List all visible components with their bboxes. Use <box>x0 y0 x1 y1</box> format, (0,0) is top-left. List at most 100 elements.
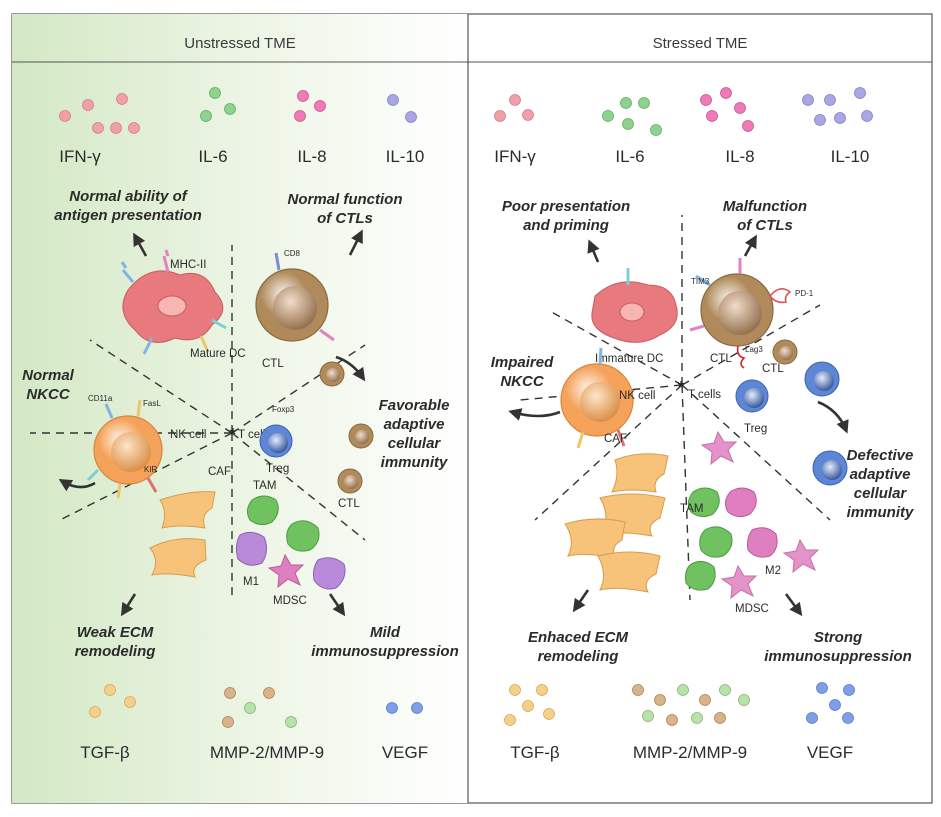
left-il10-dots <box>387 94 417 123</box>
right-nk-outcome-line2: NKCC <box>500 373 544 390</box>
right-pd1-label: PD-1 <box>795 289 814 298</box>
left-kir-label: KIR <box>144 465 158 474</box>
right-mdsc-label: MDSC <box>735 603 769 615</box>
left-mature-dc <box>120 249 227 355</box>
right-tgf-label: TGF-β <box>510 743 560 762</box>
left-tgf-label: TGF-β <box>80 743 130 762</box>
left-adaptive-line3: cellular <box>388 435 442 452</box>
left-tam-label: TAM <box>253 480 276 492</box>
right-dashed-dividers <box>519 215 831 601</box>
right-adaptive-line2: adaptive <box>850 466 911 483</box>
left-m1-label: M1 <box>243 576 259 588</box>
right-il6-label: IL-6 <box>615 147 644 166</box>
left-suppression-line2: immunosuppression <box>311 643 459 660</box>
left-ctl-outcome-line1: Normal function <box>288 191 403 208</box>
left-il8-dots <box>294 90 326 122</box>
right-nk-cell <box>560 347 634 449</box>
right-adaptive-line3: cellular <box>854 485 908 502</box>
left-panel-title: Unstressed TME <box>184 35 295 52</box>
right-arrows <box>508 234 849 617</box>
left-mdsc-label: MDSC <box>273 595 307 607</box>
left-il6-label: IL-6 <box>198 147 227 166</box>
left-ifn-label: IFN-γ <box>59 147 101 166</box>
right-ctl-small-label: CTL <box>762 363 784 375</box>
left-mhc-label: MHC-II <box>170 259 206 271</box>
right-vegf-dots <box>806 682 855 724</box>
left-il6-dots <box>200 87 236 122</box>
right-mmp-dots <box>632 684 750 726</box>
left-mdsc-cell <box>267 553 305 589</box>
right-mmp-label: MMP-2/MMP-9 <box>633 743 747 762</box>
right-suppression-line2: immunosuppression <box>764 648 912 665</box>
right-ecm-line2: remodeling <box>538 648 619 665</box>
right-ctl-outcome-line2: of CTLs <box>737 217 793 234</box>
left-nk-label: NK cell <box>170 429 206 441</box>
right-adaptive-line4: immunity <box>847 504 914 521</box>
left-ctl-small-label: CTL <box>338 498 360 510</box>
left-dc-outcome-line2: antigen presentation <box>54 207 202 224</box>
right-il10-label: IL-10 <box>831 147 870 166</box>
left-ctl-outcome-line2: of CTLs <box>317 210 373 227</box>
left-suppression-line1: Mild <box>370 624 401 641</box>
right-m2-label: M2 <box>765 565 781 577</box>
right-vegf-label: VEGF <box>807 743 853 762</box>
left-adaptive-line2: adaptive <box>384 416 445 433</box>
left-fasl-label: FasL <box>143 399 161 408</box>
left-vegf-dots <box>386 702 423 714</box>
right-nk-outcome-line1: Impaired <box>491 354 554 371</box>
left-tgf-dots <box>89 684 136 718</box>
right-tcells-label: T cells <box>688 389 721 401</box>
right-treg-label: Treg <box>744 423 767 435</box>
right-mdsc-cells <box>700 430 820 600</box>
left-adaptive-line4: immunity <box>381 454 448 471</box>
left-cd8-label: CD8 <box>284 249 301 258</box>
left-ifn-dots <box>59 93 140 134</box>
left-panel-bg <box>12 14 468 803</box>
right-adaptive-line1: Defective <box>847 447 914 464</box>
right-ctl-label: CTL <box>710 353 732 365</box>
right-immature-dc <box>591 268 678 343</box>
right-tam-label: TAM <box>680 503 703 515</box>
right-ifn-label: IFN-γ <box>494 147 536 166</box>
left-ctl <box>255 252 335 342</box>
left-dc-label: Mature DC <box>190 348 246 360</box>
right-suppression-line1: Strong <box>814 629 862 646</box>
right-dc-outcome-line1: Poor presentation <box>502 198 630 215</box>
right-panel-title: Stressed TME <box>653 35 748 52</box>
right-il10-dots <box>802 87 873 126</box>
left-caf <box>149 491 216 578</box>
right-ecm-line1: Enhaced ECM <box>528 629 629 646</box>
right-panel: IFN-γ IL-6 IL-8 IL-10 Poor presentation … <box>491 87 914 762</box>
right-ctl <box>689 258 792 369</box>
left-arrows <box>58 229 366 617</box>
left-small-ctl-nuclei <box>326 368 369 489</box>
left-tam-cells <box>246 495 320 552</box>
right-center-asterisk: * <box>677 378 684 398</box>
left-m1-cells <box>235 531 346 590</box>
left-nk-outcome-line1: Normal <box>22 367 75 384</box>
right-dc-label: Immature DC <box>595 353 663 365</box>
left-mmp-label: MMP-2/MMP-9 <box>210 743 324 762</box>
right-ifn-dots <box>494 94 534 122</box>
left-mmp-dots <box>222 687 297 728</box>
right-tam-cells <box>685 487 733 591</box>
left-dc-outcome-line1: Normal ability of <box>69 188 189 205</box>
right-caf <box>564 453 669 593</box>
left-caf-label: CAF <box>208 466 231 478</box>
right-treg-cells <box>735 339 848 486</box>
left-treg <box>259 424 293 458</box>
left-foxp3-label: Foxp3 <box>272 405 295 414</box>
left-il10-label: IL-10 <box>386 147 425 166</box>
left-treg-label: Treg <box>266 463 289 475</box>
left-nk-outcome-line2: NKCC <box>26 386 70 403</box>
right-dc-outcome-line2: and priming <box>523 217 609 234</box>
left-vegf-label: VEGF <box>382 743 428 762</box>
right-tim3-label: TIM3 <box>691 277 710 286</box>
left-ctl-label: CTL <box>262 358 284 370</box>
right-ctl-outcome-line1: Malfunction <box>723 198 807 215</box>
left-cd11a-label: CD11a <box>88 394 113 403</box>
right-lag3-label: Lag3 <box>745 345 763 354</box>
right-il8-label: IL-8 <box>725 147 754 166</box>
